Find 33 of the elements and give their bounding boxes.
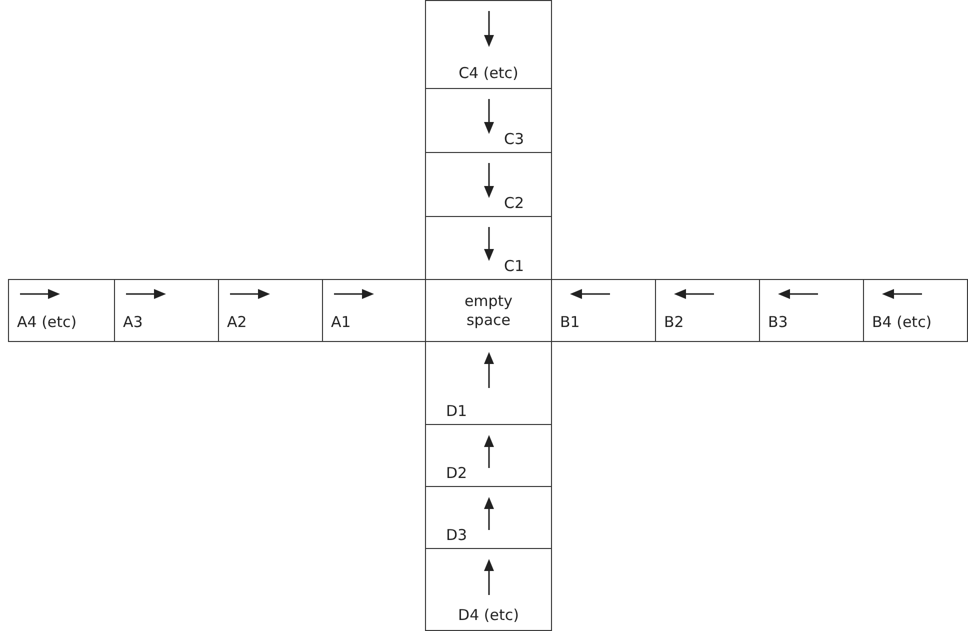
- grid-cell: [425, 548, 552, 631]
- cell-label: empty space: [463, 292, 514, 330]
- grid-cell: [551, 279, 656, 342]
- grid-cell: [425, 341, 552, 425]
- cell-label: C4 (etc): [458, 64, 520, 82]
- grid-cell: [655, 279, 760, 342]
- cell-label: B1: [560, 313, 580, 331]
- cell-label: D2: [446, 464, 468, 482]
- cell-label: B4 (etc): [872, 313, 932, 331]
- cell-label: B3: [768, 313, 788, 331]
- cell-label: D1: [446, 402, 468, 420]
- cell-label: A2: [227, 313, 247, 331]
- cell-label: A4 (etc): [17, 313, 77, 331]
- grid-cell: [425, 424, 552, 487]
- grid-cell: [425, 216, 552, 280]
- grid-cell: [759, 279, 864, 342]
- grid-cell: [218, 279, 323, 342]
- cell-label: C2: [504, 194, 524, 212]
- cell-label: A1: [331, 313, 351, 331]
- cell-label: C3: [504, 130, 524, 148]
- grid-cell: [425, 88, 552, 153]
- grid-cell: [8, 279, 115, 342]
- grid-cell: [863, 279, 968, 342]
- cell-label: B2: [664, 313, 684, 331]
- grid-cell: [425, 486, 552, 549]
- grid-cell: [425, 152, 552, 217]
- grid-cell: [114, 279, 219, 342]
- grid-cell: [322, 279, 426, 342]
- grid-cell: [425, 0, 552, 89]
- cell-label: D4 (etc): [457, 606, 520, 624]
- cell-label: D3: [446, 526, 468, 544]
- cell-label: A3: [123, 313, 143, 331]
- cell-label: C1: [504, 257, 524, 275]
